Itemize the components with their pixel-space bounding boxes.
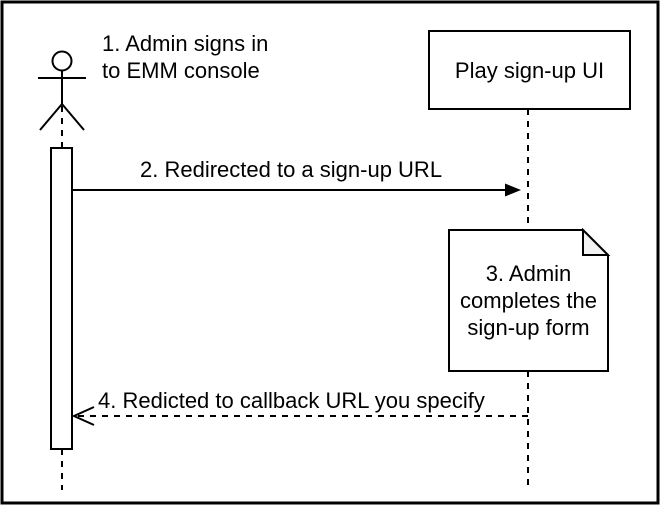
play-signup-ui-box: [428, 30, 631, 110]
message-4-open-arrowhead-icon: [71, 406, 95, 426]
actor-admin-icon: [38, 50, 86, 131]
step-3-note-text: 3. Admin completes the sign-up form: [460, 261, 597, 340]
step-1-caption: 1. Admin signs in to EMM console: [102, 31, 269, 83]
play-signup-ui-label: Play sign-up UI: [454, 57, 605, 83]
actor-left-leg: [39, 103, 63, 131]
admin-activation-bar: [50, 147, 73, 450]
actor-head: [51, 50, 73, 72]
message-2-arrowhead-icon: [505, 183, 521, 197]
note-folded-corner-icon: [582, 227, 611, 256]
note-shape: [448, 229, 609, 372]
step-2-message-label: 2. Redirected to a sign-up URL: [140, 157, 443, 182]
step-4-message-label: 4. Redicted to callback URL you specify: [98, 388, 485, 413]
actor-right-leg: [61, 103, 85, 131]
